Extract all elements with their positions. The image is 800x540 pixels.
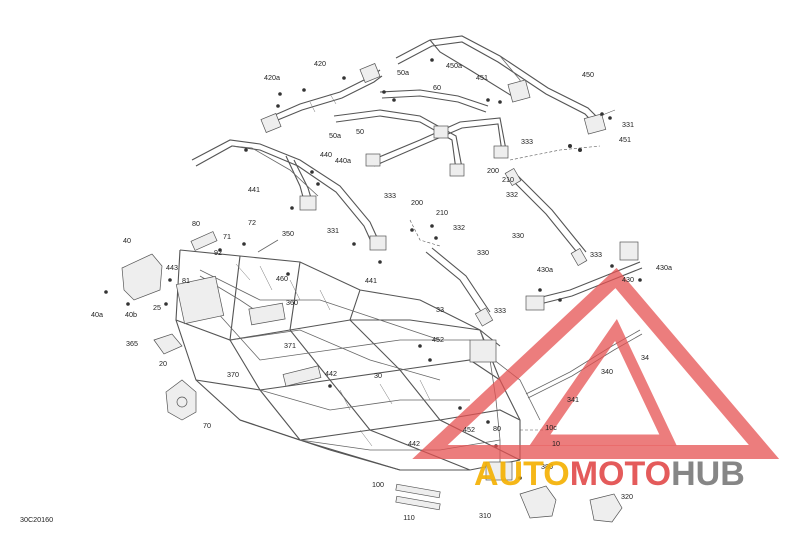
callout-c441_mid: 441: [365, 276, 377, 285]
dashed-guides: [409, 145, 601, 431]
callout-c50a_mid: 50a: [329, 131, 341, 140]
bracket-310: [519, 485, 557, 519]
diagram-code: 30C20160: [20, 515, 53, 524]
callout-c50: 50: [356, 127, 364, 136]
callout-c210_top: 210: [502, 175, 514, 184]
link-100-110: [395, 483, 441, 511]
callout-c80_low: 80: [493, 424, 501, 433]
callout-c430a_right: 430a: [656, 263, 672, 272]
callout-c310: 310: [479, 511, 491, 520]
bolt-350: [257, 239, 279, 253]
watermark-logo: [412, 267, 780, 459]
callout-c332_mid: 332: [453, 223, 465, 232]
callout-c333_top: 333: [521, 137, 533, 146]
callout-c110: 110: [403, 513, 414, 522]
callout-c100: 100: [372, 480, 384, 489]
callout-c333_mid: 333: [384, 191, 396, 200]
callout-c430: 430: [622, 275, 634, 284]
brace-330-upper: [504, 167, 588, 267]
callout-c72: 72: [248, 218, 256, 227]
watermark-brand-auto: AUTO: [474, 455, 570, 493]
callout-c25: 25: [153, 303, 161, 312]
callout-c34: 34: [641, 353, 649, 362]
bracket-20: [153, 333, 183, 355]
callout-c450: 450: [582, 70, 594, 79]
watermark-inner-triangle-icon: [529, 319, 677, 446]
watermark-brand: AUTOMOTOHUB: [474, 455, 745, 493]
callout-c92: 92: [214, 248, 222, 257]
callout-c81: 81: [182, 276, 190, 285]
watermark-brand-hub: HUB: [671, 455, 745, 493]
callout-c341: 341: [567, 395, 579, 404]
callout-c452_low: 452: [463, 425, 475, 434]
brace-330-lower: [425, 247, 494, 327]
callout-c60: 60: [433, 83, 441, 92]
callout-c40b: 40b: [125, 310, 137, 319]
roof-cross-members-50-60: [333, 89, 509, 177]
callout-c333_low: 333: [494, 306, 506, 315]
roof-frame-450: [395, 35, 616, 135]
callout-c10: 10: [552, 439, 560, 448]
callout-c70: 70: [203, 421, 211, 430]
callout-c451_top: 451: [476, 73, 488, 82]
callout-c420: 420: [314, 59, 326, 68]
callout-c370: 370: [227, 370, 239, 379]
callout-c420a: 420a: [264, 73, 280, 82]
callout-c441_top: 441: [248, 185, 260, 194]
roll-bar-440: [191, 139, 387, 251]
callout-c210_mid: 210: [436, 208, 448, 217]
callout-c332_top: 332: [506, 190, 518, 199]
callout-c330_mid: 330: [477, 248, 489, 257]
callout-c331_mid: 331: [327, 226, 339, 235]
bracket-80: [190, 231, 218, 251]
callout-c320: 320: [621, 492, 633, 501]
callout-c430a_top: 430a: [537, 265, 553, 274]
callout-c365: 365: [126, 339, 138, 348]
callout-c380: 380: [541, 462, 553, 471]
rear-crossbar-430: [525, 241, 643, 311]
watermark-brand-moto: MOTO: [570, 455, 671, 493]
callout-c30: 30: [374, 371, 382, 380]
watermark-triangle-icon: [412, 267, 780, 459]
callout-c40a: 40a: [91, 310, 103, 319]
callout-c460: 460: [276, 274, 288, 283]
callout-c360: 360: [286, 298, 298, 307]
callout-c451_right: 451: [619, 135, 631, 144]
callout-c440a: 440a: [335, 156, 351, 165]
callout-c200_mid: 200: [411, 198, 423, 207]
callout-c40: 40: [123, 236, 131, 245]
callout-c442_top: 442: [325, 369, 337, 378]
callout-c80: 80: [192, 219, 200, 228]
roof-crossbar-420: [260, 63, 383, 133]
callout-c350: 350: [282, 229, 294, 238]
callout-c333_right: 333: [590, 250, 602, 259]
bracket-40: [121, 253, 163, 301]
callout-c440: 440: [320, 150, 332, 159]
callout-c340: 340: [601, 367, 613, 376]
callout-c452_top: 452: [432, 335, 444, 344]
callout-c200_top: 200: [487, 166, 499, 175]
callout-c443: 443: [166, 263, 178, 272]
callout-c331_top: 331: [622, 120, 634, 129]
callout-c20: 20: [159, 359, 167, 368]
callout-c442_low: 442: [408, 439, 420, 448]
bracket-320: [589, 493, 623, 523]
main-chassis-frame: [175, 249, 541, 481]
callout-c371: 371: [284, 341, 296, 350]
callout-c10c: 10c: [545, 423, 557, 432]
callout-c50a_top: 50a: [397, 68, 409, 77]
callout-c33: 33: [436, 305, 444, 314]
callout-c71: 71: [223, 232, 231, 241]
callout-c450a: 450a: [446, 61, 462, 70]
mount-70: [165, 379, 197, 421]
callout-c330_right: 330: [512, 231, 524, 240]
